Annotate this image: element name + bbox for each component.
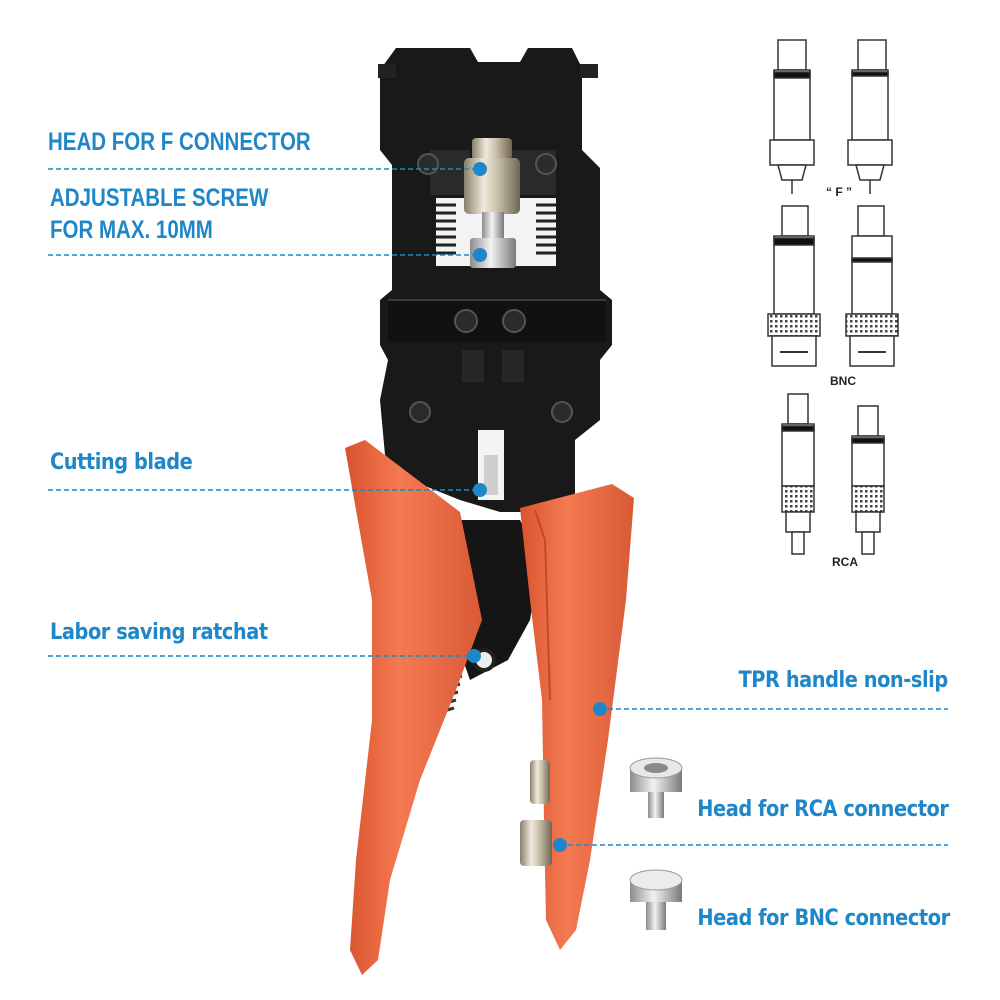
connector-caption-f: “ F ” <box>826 185 852 199</box>
label-head-rca: Head for RCA connector <box>696 797 949 822</box>
label-tpr-handle: TPR handle non-slip <box>738 668 949 693</box>
connector-caption-rca: RCA <box>832 555 858 569</box>
label-adjustable-screw-line1: ADJUSTABLE SCREW <box>50 184 269 212</box>
callout-dots <box>467 162 607 852</box>
label-ratchet: Labor saving ratchat <box>50 620 268 645</box>
label-cutting-blade: Cutting blade <box>50 450 193 475</box>
handle-knobs <box>520 760 552 866</box>
rca-connector-diagram <box>781 393 885 555</box>
label-adjustable-screw-line2: FOR MAX. 10MM <box>50 216 213 244</box>
label-head-f-connector: HEAD FOR F CONNECTOR <box>48 128 311 156</box>
f-connector-diagram <box>769 39 893 194</box>
label-head-bnc: Head for BNC connector <box>697 906 951 931</box>
f-connector-head <box>464 138 520 268</box>
bnc-head-part <box>629 869 683 930</box>
bnc-connector-diagram <box>767 205 899 367</box>
connector-caption-bnc: BNC <box>830 374 856 388</box>
rca-head-part <box>629 757 683 818</box>
callout-lines <box>48 168 948 846</box>
